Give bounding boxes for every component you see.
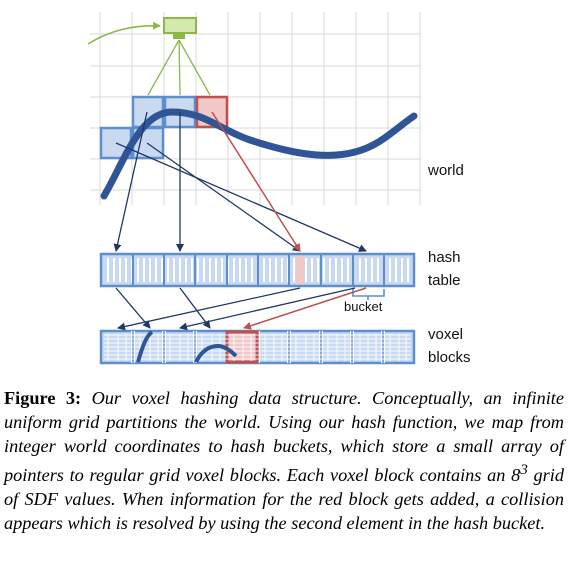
figure-label: Figure 3:	[4, 388, 82, 408]
hash-table	[99, 252, 416, 300]
table-label: table	[428, 272, 461, 289]
pointer-arrows	[115, 287, 356, 331]
caption-superscript: 3	[520, 461, 528, 478]
caption-text-2: grid of SDF values. When information for…	[4, 465, 565, 534]
figure-caption: Figure 3: Our voxel hashing data structu…	[4, 386, 564, 535]
parent-block	[87, 17, 211, 96]
voxel-hashing-diagram	[87, 12, 421, 365]
hash-label: hash	[428, 249, 461, 266]
world-label: world	[428, 162, 464, 179]
hash-bucket-slots	[107, 258, 409, 282]
hash-arrows	[113, 111, 367, 252]
voxel-blocks	[99, 329, 416, 365]
caption-text-1: Our voxel hashing data structure. Concep…	[4, 388, 564, 486]
blocks-label: blocks	[428, 349, 471, 366]
surface-curve	[100, 108, 418, 200]
world-grid	[90, 12, 421, 205]
bucket-label: bucket	[344, 299, 383, 314]
voxel-label: voxel	[428, 326, 464, 343]
world-blocks	[99, 95, 229, 160]
voxel-inner-grid	[104, 334, 411, 360]
red-arrow	[211, 111, 301, 252]
